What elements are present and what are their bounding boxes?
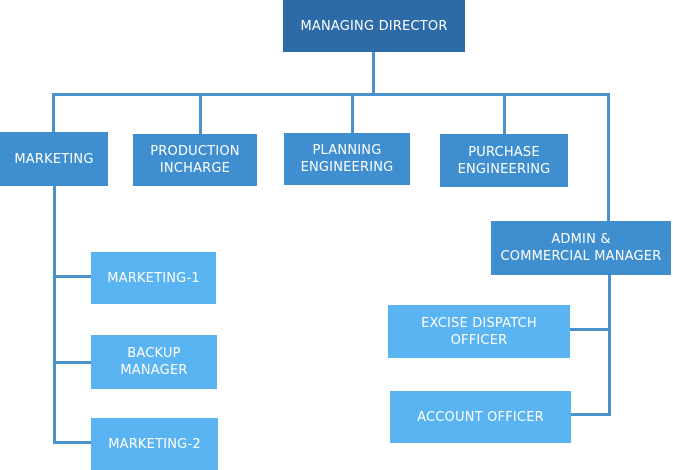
- node-admin-commercial-manager: ADMIN & COMMERCIAL MANAGER: [491, 221, 671, 275]
- node-managing-director: MANAGING DIRECTOR: [283, 0, 465, 52]
- connector-to-backup-manager: [53, 361, 91, 364]
- node-planning-engineering: PLANNING ENGINEERING: [284, 133, 410, 185]
- connector-to-admin: [607, 93, 610, 221]
- connector-bus-top: [372, 82, 375, 95]
- connector-to-account-officer: [571, 413, 611, 416]
- connector-to-excise-dispatch: [570, 328, 611, 331]
- connector-to-production: [199, 93, 202, 134]
- connector-marketing-down: [53, 185, 56, 443]
- node-backup-manager: BACKUP MANAGER: [91, 335, 217, 389]
- node-account-officer: ACCOUNT OFFICER: [390, 391, 571, 443]
- connector-to-marketing: [52, 93, 55, 133]
- connector-admin-down: [608, 274, 611, 416]
- connector-to-planning: [351, 93, 354, 133]
- connector-md-down: [372, 52, 375, 83]
- node-marketing-1: MARKETING-1: [91, 252, 216, 304]
- node-excise-dispatch-officer: EXCISE DISPATCH OFFICER: [388, 305, 570, 358]
- node-purchase-engineering: PURCHASE ENGINEERING: [440, 134, 568, 187]
- connector-to-purchase: [503, 93, 506, 134]
- node-marketing: MARKETING: [0, 132, 108, 186]
- connector-to-marketing-2: [53, 441, 91, 444]
- connector-to-marketing-1: [53, 275, 91, 278]
- connector-horizontal-bus: [52, 93, 610, 96]
- node-marketing-2: MARKETING-2: [91, 418, 218, 470]
- node-production-incharge: PRODUCTION INCHARGE: [133, 134, 257, 186]
